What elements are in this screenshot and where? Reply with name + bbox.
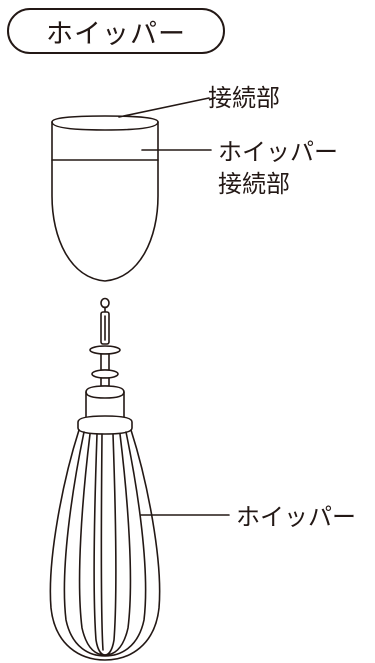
whisk-shaft (89, 297, 121, 387)
title-pill: ホイッパー (7, 8, 225, 54)
label-whisk-connector: ホイッパー 接続部 (218, 136, 368, 200)
label-whisk-connector-line2: 接続部 (218, 170, 290, 198)
leader-line-connector (118, 97, 210, 118)
label-whisk-connector-line1: ホイッパー (218, 138, 338, 166)
label-connector: 接続部 (208, 84, 280, 112)
whisk-collar (77, 385, 133, 435)
whisk-wires (49, 429, 161, 661)
label-whisk: ホイッパー (236, 503, 356, 531)
title-text: ホイッパー (46, 18, 186, 50)
whisk-connector-cup (51, 115, 159, 282)
